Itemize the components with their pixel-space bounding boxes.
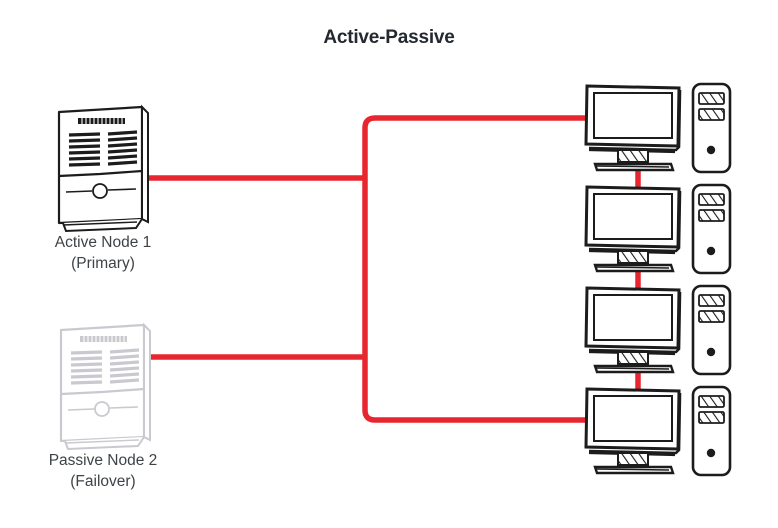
- page-title: Active-Passive: [323, 27, 455, 48]
- network-link-layer: [146, 115, 641, 423]
- desktop-workstation-icon: [584, 183, 732, 275]
- client-workstation-3[interactable]: [584, 284, 732, 376]
- active-node[interactable]: [57, 105, 150, 233]
- client-workstation-2[interactable]: [584, 183, 732, 275]
- active-node-label: Active Node 1 (Primary): [54, 234, 152, 272]
- client-workstation-1[interactable]: [584, 82, 732, 174]
- server-tower-icon: [57, 105, 150, 233]
- desktop-workstation-icon: [584, 385, 732, 477]
- desktop-workstation-icon: [584, 82, 732, 174]
- link-bus-trunk: [362, 115, 585, 423]
- passive-node[interactable]: [59, 323, 152, 451]
- passive-node-label: Passive Node 2 (Failover): [48, 452, 158, 490]
- desktop-workstation-icon: [584, 284, 732, 376]
- client-workstation-4[interactable]: [584, 385, 732, 477]
- server-tower-icon: [59, 323, 152, 451]
